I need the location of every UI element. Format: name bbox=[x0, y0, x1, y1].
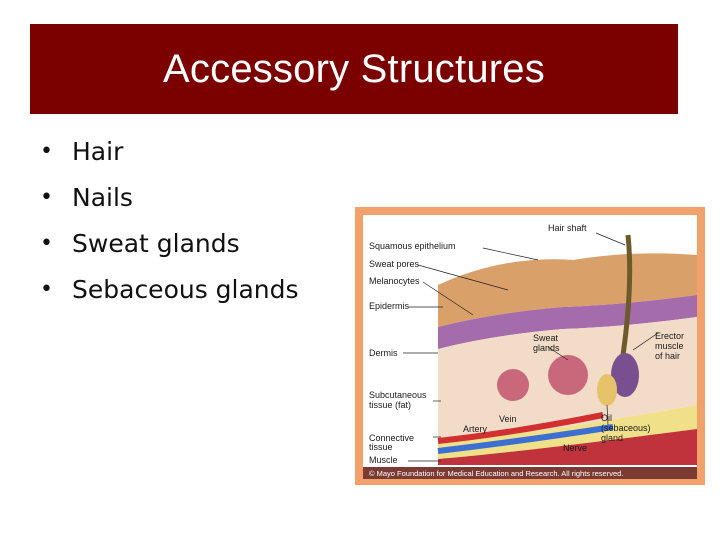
vein-vessel bbox=[437, 424, 614, 454]
bullet-text: Hair bbox=[72, 136, 124, 166]
label-sweat-pores: Sweat pores bbox=[369, 259, 420, 269]
caption-strip bbox=[363, 467, 697, 479]
muscle-layer bbox=[438, 429, 697, 465]
label-oil-gland-line2: (sebaceous) bbox=[601, 423, 651, 433]
title-banner: Accessory Structures bbox=[30, 24, 678, 114]
epidermis-top-layer bbox=[438, 253, 697, 327]
label-squamous-epithelium: Squamous epithelium bbox=[369, 241, 456, 251]
bullet-dot-icon: • bbox=[40, 184, 53, 210]
label-erector-line2: muscle bbox=[655, 341, 684, 351]
label-connective-line1: Connective bbox=[369, 433, 414, 443]
label-nerve: Nerve bbox=[563, 443, 587, 453]
sweat-gland-coil bbox=[548, 355, 588, 395]
bullet-item: • Nails bbox=[40, 174, 299, 220]
label-oil-gland-line3: gland bbox=[601, 433, 623, 443]
bullet-text: Nails bbox=[72, 182, 133, 212]
label-sweat-glands-line2: glands bbox=[533, 343, 560, 353]
label-epidermis: Epidermis bbox=[369, 301, 410, 311]
label-artery: Artery bbox=[463, 424, 488, 434]
leader-lines bbox=[403, 232, 659, 462]
bullet-dot-icon: • bbox=[40, 230, 53, 256]
label-hair-shaft: Hair shaft bbox=[548, 223, 587, 233]
label-subcutaneous-line1: Subcutaneous bbox=[369, 390, 427, 400]
slide-title: Accessory Structures bbox=[163, 46, 545, 91]
label-muscle: Muscle bbox=[369, 455, 398, 465]
bullet-item: • Sebaceous glands bbox=[40, 266, 299, 312]
skin-cross-section-illustration: Hair shaft Squamous epithelium Sweat por… bbox=[363, 215, 697, 479]
bullet-list: • Hair • Nails • Sweat glands • Sebaceous gl… bbox=[40, 128, 299, 312]
label-subcutaneous-line2: tissue (fat) bbox=[369, 400, 411, 410]
bullet-text: Sweat glands bbox=[72, 228, 240, 258]
artery-vessel bbox=[437, 412, 604, 444]
bullet-text: Sebaceous glands bbox=[72, 274, 299, 304]
hair-follicle bbox=[611, 353, 639, 397]
sweat-gland-coil bbox=[497, 369, 529, 401]
bullet-dot-icon: • bbox=[40, 276, 53, 302]
label-connective-line2: tissue bbox=[369, 442, 393, 452]
label-erector-line3: of hair bbox=[655, 351, 680, 361]
bullet-dot-icon: • bbox=[40, 138, 53, 164]
label-melanocytes: Melanocytes bbox=[369, 276, 420, 286]
label-erector-line1: Erector bbox=[655, 331, 684, 341]
epidermis-base-layer bbox=[438, 295, 697, 349]
label-sweat-glands-line1: Sweat bbox=[533, 333, 559, 343]
copyright-caption: © Mayo Foundation for Medical Education … bbox=[369, 469, 623, 478]
skin-diagram-figure: Hair shaft Squamous epithelium Sweat por… bbox=[355, 207, 705, 485]
label-vein: Vein bbox=[499, 414, 517, 424]
label-dermis: Dermis bbox=[369, 348, 398, 358]
bullet-item: • Hair bbox=[40, 128, 299, 174]
bullet-item: • Sweat glands bbox=[40, 220, 299, 266]
sebaceous-gland bbox=[597, 374, 617, 406]
label-oil-gland-line1: Oil bbox=[601, 413, 612, 423]
